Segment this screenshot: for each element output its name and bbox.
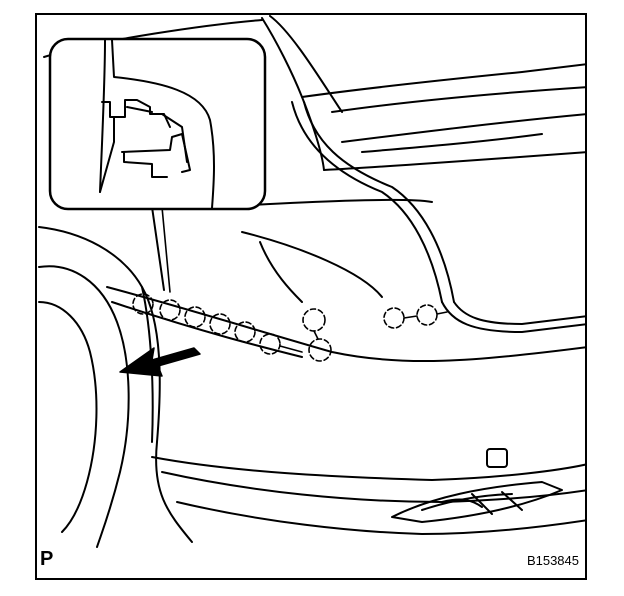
clip-icon — [302, 308, 326, 332]
clip-icon — [234, 321, 256, 343]
wheel — [38, 226, 193, 548]
clip-icon — [259, 333, 281, 355]
clip-markers — [132, 293, 438, 362]
rear-bumper-drawing — [38, 15, 585, 548]
callout-leader — [151, 206, 165, 291]
clip-connectors — [279, 311, 448, 353]
illustration-frame — [35, 13, 587, 580]
clip-icon — [209, 313, 231, 335]
detail-callout — [48, 37, 267, 211]
view-code-label: P — [40, 548, 54, 570]
clip-icon — [159, 299, 181, 321]
figure-id-label: B153845 — [526, 553, 579, 568]
clip-icon — [383, 307, 405, 329]
clip-icon — [416, 304, 438, 326]
rear-bumper — [106, 286, 585, 535]
arrow-pull-icon — [119, 347, 201, 377]
clip-icon — [308, 338, 332, 362]
clip-icon — [184, 306, 206, 328]
body-outline — [43, 15, 585, 333]
clip-icon — [132, 293, 154, 315]
